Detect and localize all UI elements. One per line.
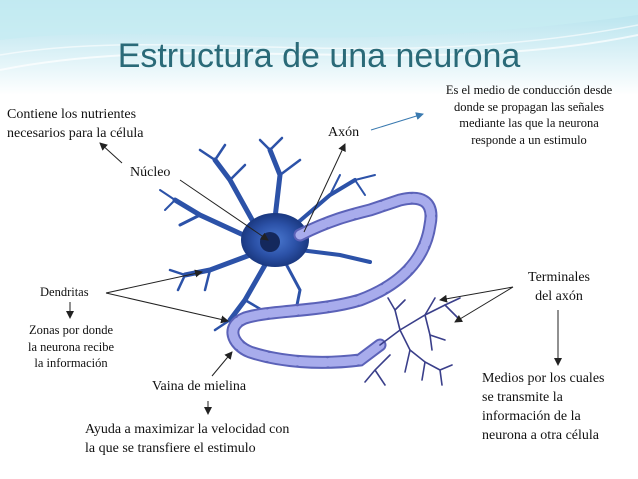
arrow-terminales-2 [454, 286, 514, 323]
vaina-label: Vaina de mielina [152, 379, 247, 394]
dendritas-label: Dendritas [40, 285, 89, 299]
axon-terminals [364, 297, 461, 386]
dendritas-description: Zonas por donde la neurona recibe la inf… [27, 323, 115, 370]
axon-label: Axón [328, 125, 360, 140]
page-title: Estructura de una neurona [117, 37, 521, 75]
arrow-vaina [211, 351, 233, 377]
myelin-sheath [226, 191, 438, 369]
vaina-description: Ayuda a maximizar la velocidad con la qu… [85, 422, 290, 456]
dendrites [159, 136, 376, 340]
arrow-axon [303, 143, 346, 233]
arrow-nucleo-desc [99, 142, 123, 164]
pointer-arrows [66, 142, 562, 415]
arrow-terminales-1 [439, 286, 514, 303]
nucleo-label: Núcleo [130, 165, 171, 180]
terminales-description: Medios por los cuales se transmite la in… [482, 371, 605, 443]
arrow-nucleo [179, 179, 269, 241]
arrow-dendritas-2 [105, 292, 229, 324]
axon-description: Es el medio de conducción desde donde se… [445, 83, 613, 147]
arrow-axon-desc [370, 112, 424, 131]
nucleo-description: Contiene los nutrientes necesarios para … [7, 107, 144, 141]
arrow-dendritas-1 [105, 269, 203, 294]
nucleus [260, 232, 280, 252]
header-background [0, 0, 638, 95]
terminales-label: Terminales del axón [528, 270, 590, 304]
